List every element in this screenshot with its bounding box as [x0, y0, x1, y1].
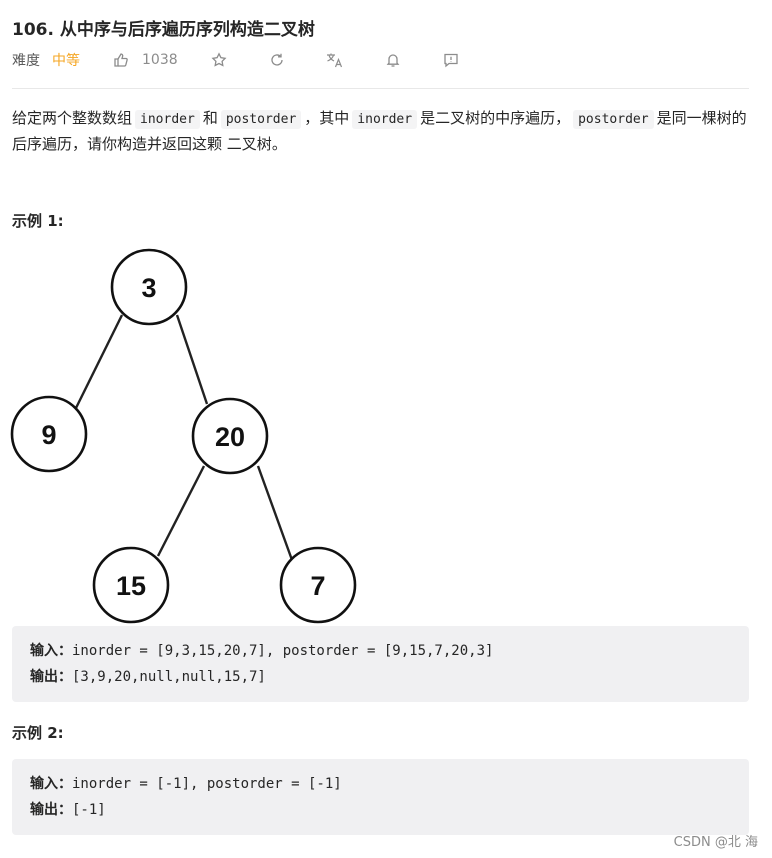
desc-emphasis: 二叉树: [226, 135, 272, 153]
code-inorder: inorder: [135, 110, 200, 129]
desc-text: 。: [271, 135, 287, 153]
desc-text: ，其中: [304, 109, 350, 127]
difficulty-label: 难度: [12, 53, 40, 69]
desc-text: 是二叉树的中序遍历，: [420, 109, 571, 127]
example-input: inorder = [9,3,15,20,7], postorder = [9,…: [72, 643, 494, 659]
desc-text: 是同一棵树的后序遍历，请你构造并返回这颗: [12, 109, 747, 153]
example-output: [-1]: [72, 802, 106, 818]
example-input: inorder = [-1], postorder = [-1]: [72, 776, 342, 792]
tree-edge: [175, 314, 209, 405]
example-1-code-block: 输入：inorder = [9,3,15,20,7], postorder = …: [12, 626, 749, 702]
header-divider: [12, 88, 749, 89]
example-output: [3,9,20,null,null,15,7]: [72, 669, 266, 685]
desc-text: 和: [202, 109, 218, 127]
tree-node-label: 15: [116, 571, 146, 601]
refresh-icon[interactable]: [268, 51, 286, 69]
output-label: 输出：: [30, 669, 72, 685]
star-icon[interactable]: [210, 51, 228, 69]
tree-node-circle: [279, 546, 357, 624]
binary-tree-diagram: 3 9 20 15 7: [10, 248, 357, 624]
desc-text: 给定两个整数数组: [12, 109, 133, 127]
tree-edge: [156, 465, 206, 557]
tree-node-circle: [10, 395, 88, 473]
tree-node-circle: [191, 397, 269, 475]
tree-node-circle: [92, 546, 170, 624]
example-2-code-block: 输入：inorder = [-1], postorder = [-1] 输出：[…: [12, 759, 749, 835]
bell-icon[interactable]: [384, 51, 402, 69]
example-2-title: 示例 2:: [12, 724, 64, 742]
example-1-title: 示例 1:: [12, 212, 64, 230]
csdn-watermark: CSDN @北 海: [673, 835, 758, 850]
tree-node-label: 7: [310, 571, 325, 601]
difficulty-badge: 中等: [52, 53, 80, 69]
code-postorder: postorder: [573, 110, 654, 129]
problem-meta-bar: 难度 中等 1038: [12, 50, 460, 70]
tree-node-circle: [110, 248, 188, 326]
feedback-icon[interactable]: [442, 51, 460, 69]
tree-node-label: 20: [215, 422, 245, 452]
input-label: 输入：: [30, 776, 72, 792]
problem-title: 106. 从中序与后序遍历序列构造二叉树: [12, 20, 315, 40]
output-label: 输出：: [30, 802, 72, 818]
input-label: 输入：: [30, 643, 72, 659]
code-inorder: inorder: [352, 110, 418, 129]
translate-icon[interactable]: [326, 51, 344, 69]
thumbs-up-icon[interactable]: [112, 51, 130, 69]
like-count: 1038: [142, 52, 178, 68]
tree-node-label: 3: [141, 273, 156, 303]
tree-edge: [256, 465, 294, 561]
tree-edge: [74, 314, 124, 409]
tree-node-label: 9: [41, 420, 56, 450]
code-postorder: postorder: [220, 110, 302, 129]
